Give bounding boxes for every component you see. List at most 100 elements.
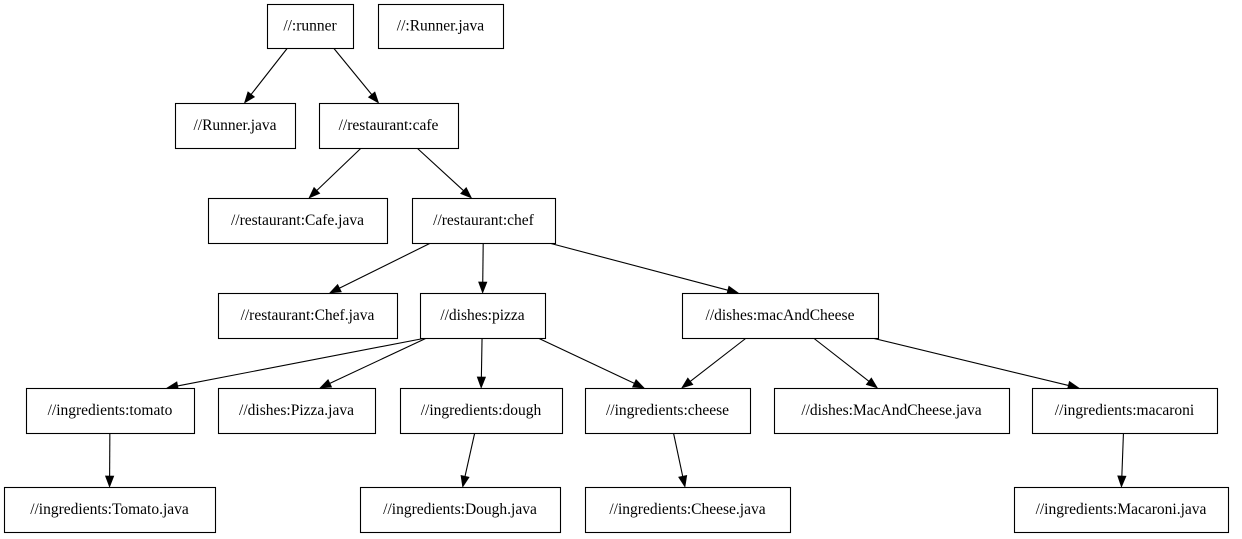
arrowhead-icon	[243, 91, 256, 104]
edge-runner-to-cafe	[333, 47, 380, 104]
node-label: //dishes:pizza	[440, 307, 524, 324]
node-box[interactable]	[773, 387, 1011, 435]
edge-line	[464, 432, 476, 477]
node-box[interactable]	[681, 292, 880, 340]
edge-line	[339, 242, 431, 289]
arrowhead-icon	[865, 377, 879, 389]
node-box[interactable]	[584, 486, 792, 534]
arrowhead-icon	[476, 376, 487, 389]
graph-node-MacAndCheese_java[interactable]: //dishes:MacAndCheese.java	[773, 387, 1011, 435]
graph-node-Cafe_java[interactable]: //restaurant:Cafe.java	[207, 197, 389, 245]
graph-node-cheese[interactable]: //ingredients:cheese	[584, 387, 752, 435]
arrowhead-icon	[367, 91, 380, 104]
edge-chef-to-pizza	[478, 242, 488, 294]
node-label: //ingredients:Macaroni.java	[1036, 501, 1207, 518]
node-box[interactable]	[25, 387, 196, 435]
node-box[interactable]	[318, 102, 460, 150]
graph-node-macaroni[interactable]: //ingredients:macaroni	[1031, 387, 1219, 435]
graph-node-pizza[interactable]: //dishes:pizza	[419, 292, 547, 340]
node-box[interactable]	[266, 3, 355, 50]
node-box[interactable]	[207, 197, 389, 245]
arrowhead-icon	[460, 474, 470, 488]
edges-layer	[104, 47, 1127, 488]
graph-node-Runner_java[interactable]: //Runner.java	[174, 102, 297, 150]
node-label: //restaurant:Chef.java	[241, 307, 375, 324]
graph-node-runner[interactable]: //:runner	[266, 3, 355, 50]
graph-node-macAndCheese[interactable]: //dishes:macAndCheese	[681, 292, 880, 340]
node-label: //dishes:MacAndCheese.java	[801, 402, 981, 419]
node-label: //ingredients:Cheese.java	[609, 501, 765, 518]
graph-node-cafe[interactable]: //restaurant:cafe	[318, 102, 460, 150]
nodes-layer: //:runner //:Runner.java //Runner.java //re…	[3, 3, 1230, 534]
node-label: //restaurant:cafe	[339, 117, 439, 134]
node-label: //ingredients:Tomato.java	[30, 501, 189, 518]
node-label: //Runner.java	[193, 117, 276, 134]
node-label: //ingredients:tomato	[48, 402, 173, 419]
node-box[interactable]	[419, 292, 547, 340]
edge-line	[480, 337, 483, 378]
edge-line	[333, 47, 373, 95]
node-box[interactable]	[411, 197, 557, 245]
node-label: //restaurant:chef	[433, 212, 535, 229]
arrowhead-icon	[328, 283, 342, 294]
edge-line	[250, 47, 288, 95]
node-label: //restaurant:Cafe.java	[231, 212, 364, 229]
node-label: //ingredients:cheese	[606, 402, 729, 419]
edge-line	[690, 337, 747, 382]
edge-macAndCheese-to-macaroni	[871, 337, 1080, 390]
node-label: //:Runner.java	[397, 18, 485, 35]
node-label: //dishes:macAndCheese	[706, 307, 855, 324]
graph-node-root_Runner_java[interactable]: //:Runner.java	[377, 3, 505, 50]
node-box[interactable]	[217, 387, 377, 435]
edge-line	[672, 432, 684, 477]
node-box[interactable]	[359, 486, 562, 534]
edge-line	[316, 147, 362, 191]
graph-node-Dough_java[interactable]: //ingredients:Dough.java	[359, 486, 562, 534]
arrowhead-icon	[1117, 475, 1127, 488]
edge-tomato-to-Tomato_java	[104, 432, 115, 488]
graph-node-Chef_java[interactable]: //restaurant:Chef.java	[217, 292, 399, 340]
arrowhead-icon	[631, 378, 645, 389]
arrowhead-icon	[681, 377, 694, 389]
edge-line	[813, 337, 870, 382]
edge-pizza-to-tomato	[166, 337, 427, 391]
arrowhead-icon	[104, 475, 115, 488]
edge-macAndCheese-to-MacAndCheese_java	[813, 337, 879, 389]
edge-cafe-to-chef	[416, 147, 473, 199]
edge-pizza-to-cheese	[537, 337, 645, 389]
arrowhead-icon	[460, 186, 473, 199]
node-box[interactable]	[1031, 387, 1219, 435]
edge-line	[537, 337, 635, 384]
node-label: //ingredients:macaroni	[1055, 402, 1195, 419]
edge-runner-to-Runner_java	[243, 47, 288, 104]
node-label: //ingredients:dough	[421, 402, 542, 419]
graph-node-Pizza_java[interactable]: //dishes:Pizza.java	[217, 387, 377, 435]
arrowhead-icon	[308, 186, 321, 199]
arrowhead-icon	[678, 474, 688, 488]
node-box[interactable]	[377, 3, 505, 50]
node-box[interactable]	[584, 387, 752, 435]
node-box[interactable]	[1013, 486, 1230, 534]
graph-node-Cheese_java[interactable]: //ingredients:Cheese.java	[584, 486, 792, 534]
node-label: //:runner	[283, 18, 337, 35]
edge-cheese-to-Cheese_java	[672, 432, 688, 488]
node-box[interactable]	[217, 292, 399, 340]
edge-line	[1121, 432, 1124, 477]
graph-node-Macaroni_java[interactable]: //ingredients:Macaroni.java	[1013, 486, 1230, 534]
edge-chef-to-Chef_java	[328, 242, 431, 294]
graph-node-Tomato_java[interactable]: //ingredients:Tomato.java	[3, 486, 217, 534]
edge-cafe-to-Cafe_java	[308, 147, 362, 199]
node-box[interactable]	[174, 102, 297, 150]
node-label: //dishes:Pizza.java	[239, 402, 354, 419]
graph-node-dough[interactable]: //ingredients:dough	[399, 387, 564, 435]
edge-line	[416, 147, 464, 191]
graph-node-chef[interactable]: //restaurant:chef	[411, 197, 557, 245]
node-box[interactable]	[3, 486, 217, 534]
arrowhead-icon	[478, 281, 488, 294]
graph-node-tomato[interactable]: //ingredients:tomato	[25, 387, 196, 435]
node-box[interactable]	[399, 387, 564, 435]
edge-line	[329, 337, 427, 384]
edge-line	[871, 337, 1069, 386]
